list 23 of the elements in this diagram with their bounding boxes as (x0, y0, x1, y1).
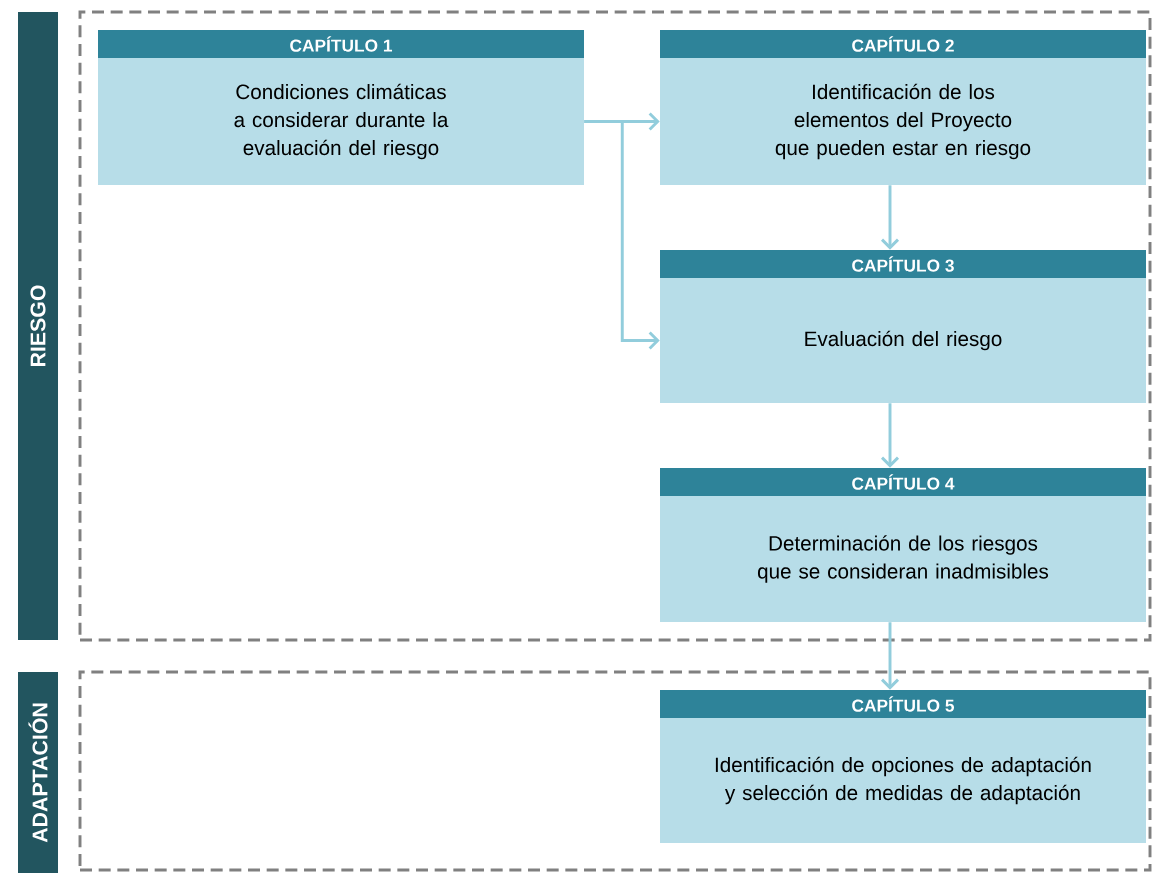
chapter-box (660, 468, 1146, 622)
chapter-text: Determinación de los riesgos que se consideran inadmisibles (757, 535, 1049, 583)
chapter-box (660, 690, 1146, 843)
chapter-box (660, 250, 1146, 403)
arrow (584, 120, 660, 350)
chapter-text: Identificación de los elementos del Proyecto que pueden estar en riesgo (775, 83, 1031, 160)
chapter-header: CAPÍTULO 1 (98, 30, 584, 58)
chapter-box (98, 30, 584, 185)
section-band: RIESGO (18, 12, 58, 640)
arrow (880, 185, 900, 250)
chapter-header: CAPÍTULO 4 (660, 468, 1146, 496)
chapter-header: CAPÍTULO 2 (660, 30, 1146, 58)
chapter-header: CAPÍTULO 5 (660, 690, 1146, 718)
section-band: ADAPTACIÓN (18, 672, 58, 873)
arrow (880, 622, 900, 690)
arrow (880, 403, 900, 468)
dashed-region (78, 670, 1152, 872)
chapter-text: Condiciones climáticas a considerar durante la evaluación del riesgo (234, 83, 449, 160)
chapter-header: CAPÍTULO 3 (660, 250, 1146, 278)
chapter-text: Evaluación del riesgo (805, 330, 1002, 351)
dashed-region (78, 10, 1152, 642)
chapter-text: Identificación de opciones de adaptación y selección de medidas de adaptación (715, 756, 1091, 805)
chapter-box (660, 30, 1146, 185)
